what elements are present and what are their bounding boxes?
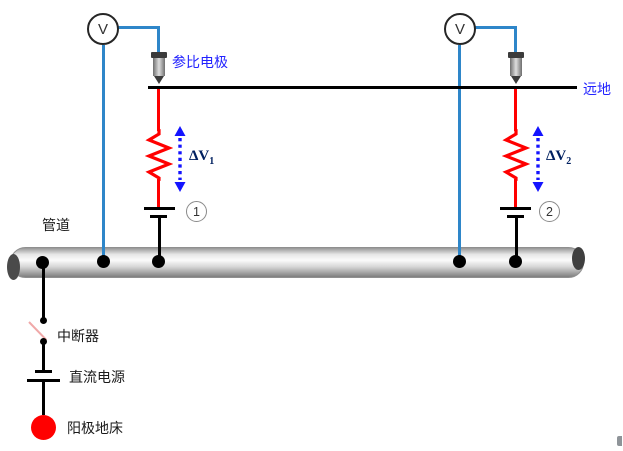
battery2-plate-long (500, 207, 531, 210)
electrode-body (510, 58, 522, 76)
delta-v2-text: ΔV (546, 148, 567, 164)
anode-ground-bed-icon (31, 415, 56, 440)
battery1-stem-to-pipe (158, 218, 161, 263)
delta-v1-subscript: 1 (209, 156, 215, 167)
interrupter-contact-top (40, 317, 47, 324)
delta-v1-text: ΔV (189, 148, 210, 164)
reference-electrode-label: 参比电极 (172, 54, 228, 70)
resistor1-zigzag-icon (145, 129, 173, 181)
resistor1-stem-top (157, 88, 160, 131)
interrupter-contact-bottom (40, 338, 47, 345)
test-point-2-number: 2 (546, 204, 553, 219)
resistor2-stem-top (514, 88, 517, 131)
meter1-wire-to-pipe (102, 45, 105, 262)
meter1-wire-horizontal (118, 26, 160, 29)
delta-v2-label: ΔV2 (546, 148, 571, 167)
resistor1-stem-bottom (157, 179, 160, 209)
dc-battery-plate-long (27, 379, 60, 382)
electrode-tip (154, 76, 164, 84)
reference-electrode-1-icon (151, 52, 167, 84)
voltmeter-1-label: V (97, 20, 108, 38)
remote-earth-label: 远地 (583, 81, 611, 97)
electrode-tip (511, 76, 521, 84)
interrupter-label: 中断器 (57, 328, 99, 344)
resistor2-stem-bottom (514, 179, 517, 209)
pipe-node-meter1 (97, 255, 110, 268)
pipe-end-right (572, 247, 585, 270)
test-point-1-badge: 1 (186, 201, 207, 222)
remote-earth-line (148, 86, 577, 89)
pipe-node-meter2 (453, 255, 466, 268)
pipe-node-battery1 (152, 255, 165, 268)
test-point-2-badge: 2 (539, 201, 560, 222)
meter2-wire-electrode-drop (514, 26, 517, 52)
battery2-plate-short (507, 215, 524, 218)
resistor2-zigzag-icon (502, 129, 530, 181)
meter2-wire-to-pipe (458, 45, 461, 262)
anode-branch-wire-lower (42, 381, 45, 415)
meter2-wire-horizontal (475, 26, 517, 29)
pipe-node-anode-branch (36, 256, 49, 269)
pipeline-label: 管道 (42, 217, 70, 233)
delta-v1-arrow-icon (174, 126, 186, 192)
voltmeter-2: V (444, 13, 476, 45)
battery1-plate-long (144, 207, 175, 210)
electrode-body (153, 58, 165, 76)
reference-electrode-2-icon (508, 52, 524, 84)
dc-battery-plate-short (35, 370, 52, 373)
anode-branch-wire-upper (42, 268, 45, 321)
delta-v1-label: ΔV1 (189, 148, 214, 167)
battery2-stem-to-pipe (515, 218, 518, 263)
screen-edge-artifact (617, 436, 622, 446)
pipe-node-battery2 (509, 255, 522, 268)
pipe-end-left (7, 254, 20, 280)
dc-power-label: 直流电源 (69, 369, 125, 385)
delta-v2-arrow-icon (532, 126, 544, 192)
voltmeter-2-label: V (454, 20, 465, 38)
electrode-cap (508, 52, 524, 58)
test-point-1-number: 1 (193, 204, 200, 219)
delta-v2-subscript: 2 (566, 156, 572, 167)
voltmeter-1: V (87, 13, 119, 45)
meter1-wire-electrode-drop (157, 26, 160, 52)
battery1-plate-short (150, 215, 167, 218)
electrode-cap (151, 52, 167, 58)
anode-branch-wire-middle (42, 344, 45, 371)
anode-bed-label: 阳极地床 (67, 420, 123, 436)
